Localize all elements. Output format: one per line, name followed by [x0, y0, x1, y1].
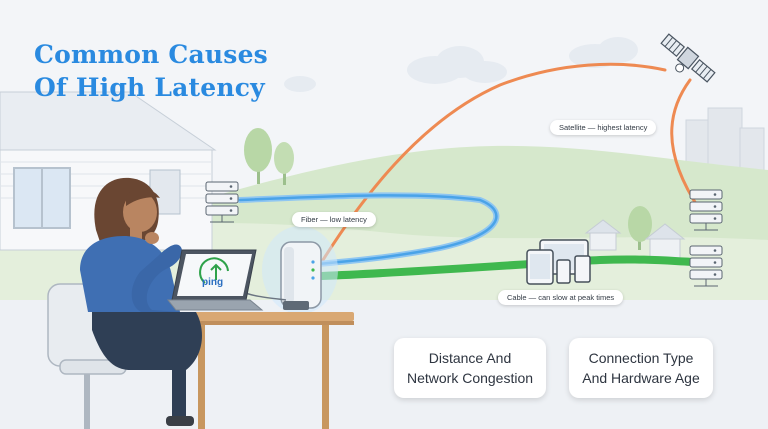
- cause-card-connection: Connection Type And Hardware Age: [569, 338, 713, 398]
- houses: [584, 219, 686, 259]
- page-title-line-1: Common Causes: [34, 40, 268, 69]
- laptop-ping-text: ping: [202, 277, 224, 288]
- cause-card-connection-line-1: Connection Type: [588, 350, 694, 366]
- laptop-icon: [166, 249, 264, 311]
- router-icon: [262, 226, 338, 314]
- satellite-label: Satellite — highest latency: [550, 120, 657, 135]
- satellite-icon: [660, 33, 716, 83]
- cause-card-connection-line-2: And Hardware Age: [582, 370, 700, 386]
- cause-card-distance-line-1: Distance And: [428, 350, 512, 366]
- cause-card-distance: Distance And Network Congestion: [394, 338, 546, 398]
- server-icon-right-bottom: [689, 245, 723, 287]
- devices-icon: [526, 239, 591, 285]
- server-icon-right-top: [689, 189, 723, 231]
- server-icon-left: [205, 181, 239, 223]
- page-title-line-2: Of High Latency: [34, 73, 265, 102]
- cause-card-distance-line-2: Network Congestion: [406, 370, 534, 386]
- page-title: Common Causes Of High Latency: [34, 38, 268, 104]
- person: [80, 177, 202, 426]
- satellite-downlink: [670, 78, 702, 212]
- clouds: [284, 37, 638, 92]
- trees: [244, 128, 652, 250]
- satellite-line: [316, 62, 667, 270]
- cable-label: Cable — can slow at peak times: [498, 290, 624, 305]
- fiber-label: Fiber — low latency: [292, 212, 376, 227]
